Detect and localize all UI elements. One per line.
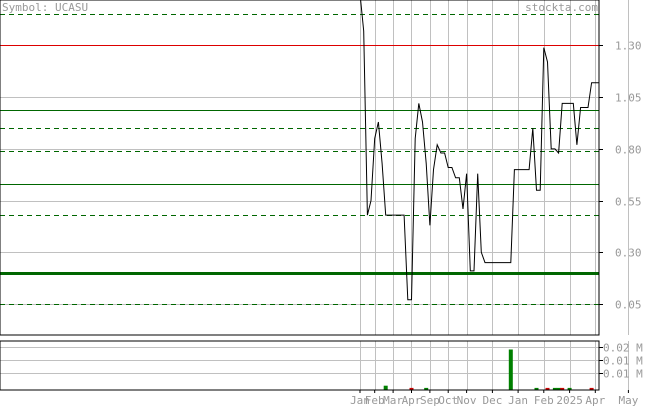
site-watermark: stockta.com xyxy=(525,1,598,14)
x-tick-label: Apr xyxy=(402,394,422,406)
x-tick-label: 2025 xyxy=(556,394,583,406)
volume-bar xyxy=(556,387,561,390)
price-series xyxy=(360,0,599,301)
symbol-label: Symbol: UCASU xyxy=(2,1,88,14)
x-tick-label: Sep xyxy=(420,394,440,406)
volume-bar xyxy=(409,387,414,390)
volume-bar xyxy=(552,387,557,390)
x-tick-label: Mar xyxy=(383,394,403,406)
volume-bars xyxy=(383,349,594,390)
price-tick-label: 0.05 xyxy=(615,299,642,312)
x-tick-label: Feb xyxy=(365,394,385,406)
x-tick-label: May xyxy=(618,394,638,406)
x-tick-label: Dec xyxy=(482,394,502,406)
volume-bar xyxy=(383,385,388,390)
price-tick-label: 0.80 xyxy=(615,144,642,157)
volume-bar xyxy=(424,387,429,390)
x-tick-label: Jan xyxy=(508,394,528,406)
price-tick-label: 1.05 xyxy=(615,92,642,105)
x-tick-label: Apr xyxy=(585,394,605,406)
volume-tick-label: 0.01 M xyxy=(603,355,643,368)
support-resistance-lines xyxy=(0,14,599,305)
volume-tick-label: 0.01 M xyxy=(603,368,643,381)
volume-bar xyxy=(560,387,565,390)
x-tick-label: Jan xyxy=(350,394,370,406)
x-tick-label: Nov xyxy=(457,394,477,406)
volume-plot-frame xyxy=(0,340,600,391)
price-y-axis: 1.30 1.05 0.80 0.55 0.30 0.05 xyxy=(599,40,642,312)
price-tick-label: 1.30 xyxy=(615,40,642,53)
price-tick-label: 0.55 xyxy=(615,196,642,209)
price-tick-label: 0.30 xyxy=(615,247,642,260)
volume-bar xyxy=(508,349,513,390)
volume-y-axis: 0.02 M0.01 M0.01 M xyxy=(599,342,643,381)
volume-bar xyxy=(567,387,572,390)
volume-bar xyxy=(545,387,550,390)
price-plot-frame xyxy=(0,0,600,336)
volume-tick-label: 0.02 M xyxy=(603,342,643,355)
x-tick-label: Oct xyxy=(438,394,458,406)
x-tick-label: Feb xyxy=(534,394,554,406)
volume-bar xyxy=(589,387,594,390)
price-line xyxy=(360,0,599,301)
volume-bar xyxy=(534,387,539,390)
volume-grid xyxy=(0,341,629,390)
